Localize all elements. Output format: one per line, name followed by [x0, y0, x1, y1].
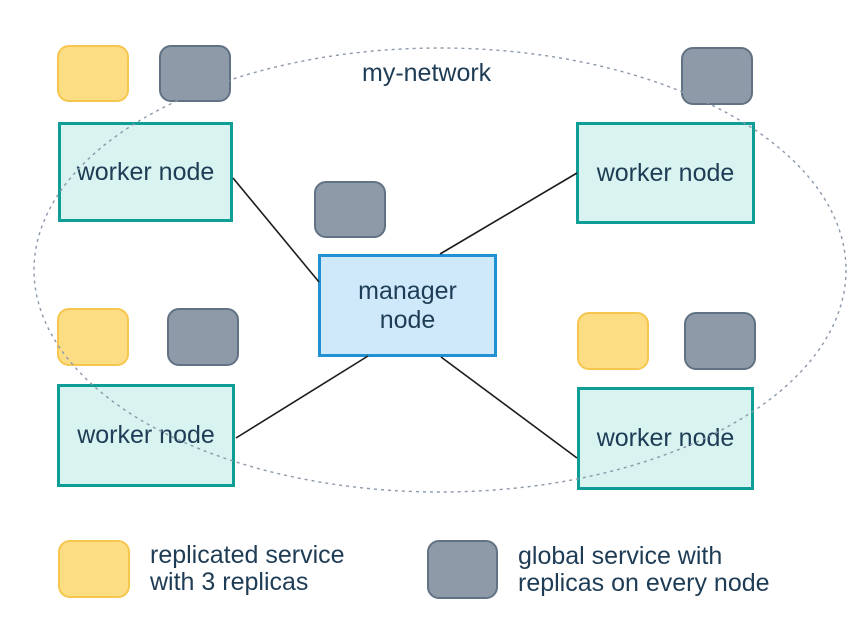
connector-line-manager-top-right-worker	[439, 172, 578, 255]
legend-text-line: global service with	[518, 541, 723, 570]
legend-item-replicated: replicated service with 3 replicas	[58, 540, 345, 598]
legend-replicated-swatch	[58, 540, 130, 598]
worker-node-box-top-left: worker node	[58, 122, 233, 222]
worker-node-box-bottom-right: worker node	[577, 387, 754, 490]
manager-node-box: manager node	[318, 254, 497, 357]
legend-global-swatch	[427, 540, 498, 599]
legend-text-line: replicas on every node	[518, 568, 770, 597]
global-service-chip	[159, 45, 231, 102]
global-service-chip	[167, 308, 239, 366]
legend-global-text: global service with replicas on every no…	[518, 541, 770, 597]
connector-line-manager-top-left-worker	[232, 177, 320, 283]
replicated-service-chip	[577, 312, 649, 370]
replicated-service-chip	[57, 45, 129, 102]
network-label: my-network	[362, 59, 492, 87]
global-service-chip	[314, 181, 386, 238]
legend-item-global: global service with replicas on every no…	[427, 540, 770, 599]
legend-text-line: replicated service	[150, 541, 345, 569]
worker-node-box-top-right: worker node	[576, 122, 755, 224]
worker-node-label: worker node	[77, 421, 215, 449]
global-service-chip	[684, 312, 756, 370]
worker-node-box-bottom-left: worker node	[57, 384, 235, 487]
legend-replicated-text: replicated service with 3 replicas	[150, 542, 345, 596]
global-service-chip	[681, 47, 753, 105]
manager-node-label: manager node	[358, 276, 457, 334]
worker-node-label: worker node	[76, 157, 215, 186]
legend-text-line: with 3 replicas	[150, 568, 309, 596]
replicated-service-chip	[57, 308, 129, 366]
worker-node-label: worker node	[596, 158, 735, 187]
worker-node-label: worker node	[596, 424, 735, 452]
connector-line-manager-bottom-right-worker	[440, 356, 578, 459]
connector-line-manager-bottom-left-worker	[235, 355, 369, 439]
